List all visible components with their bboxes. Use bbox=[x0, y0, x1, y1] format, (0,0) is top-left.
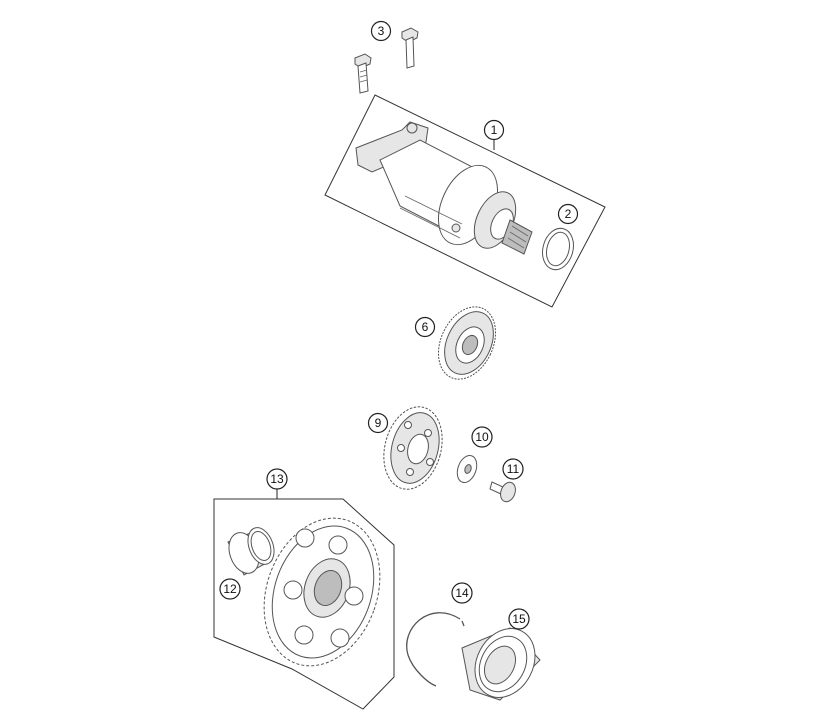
callout-12-label: 12 bbox=[223, 582, 237, 596]
callout-12: 12 bbox=[219, 578, 241, 600]
callout-2: 2 bbox=[557, 203, 579, 225]
callout-6: 6 bbox=[414, 316, 436, 338]
starter-gear-frame bbox=[213, 498, 395, 710]
screw-left bbox=[354, 53, 372, 94]
part-washer bbox=[456, 454, 478, 484]
callout-14-label: 14 bbox=[455, 586, 469, 600]
screw-right bbox=[401, 27, 419, 69]
callout-6-label: 6 bbox=[422, 320, 429, 334]
callout-15-label: 15 bbox=[512, 612, 526, 626]
part-screws bbox=[354, 27, 419, 94]
callout-10: 10 bbox=[471, 426, 493, 448]
callout-3-label: 3 bbox=[378, 24, 385, 38]
part-intermediate-gear bbox=[437, 306, 497, 380]
callout-9-label: 9 bbox=[375, 416, 382, 430]
part-o-ring bbox=[542, 227, 574, 271]
callout-13-label: 13 bbox=[270, 472, 284, 486]
part-retaining-wire bbox=[406, 612, 465, 687]
starter-motor-frame bbox=[324, 94, 606, 308]
callout-14: 14 bbox=[451, 582, 473, 604]
callout-10-label: 10 bbox=[475, 430, 489, 444]
part-freewheel bbox=[461, 627, 541, 701]
part-bolt bbox=[489, 481, 516, 503]
callout-11: 11 bbox=[502, 458, 524, 480]
callout-1-label: 1 bbox=[491, 123, 498, 137]
part-sprocket bbox=[383, 406, 443, 490]
callout-11-label: 11 bbox=[507, 462, 520, 476]
part-starter-gear bbox=[263, 517, 381, 667]
callout-3: 3 bbox=[370, 20, 392, 42]
callout-13: 13 bbox=[266, 468, 288, 490]
part-starter-motor bbox=[355, 121, 533, 255]
callout-1: 1 bbox=[483, 119, 505, 141]
callout-2-label: 2 bbox=[565, 207, 572, 221]
callout-15: 15 bbox=[508, 608, 530, 630]
part-bearing-sleeve bbox=[227, 527, 275, 576]
callout-9: 9 bbox=[367, 412, 389, 434]
